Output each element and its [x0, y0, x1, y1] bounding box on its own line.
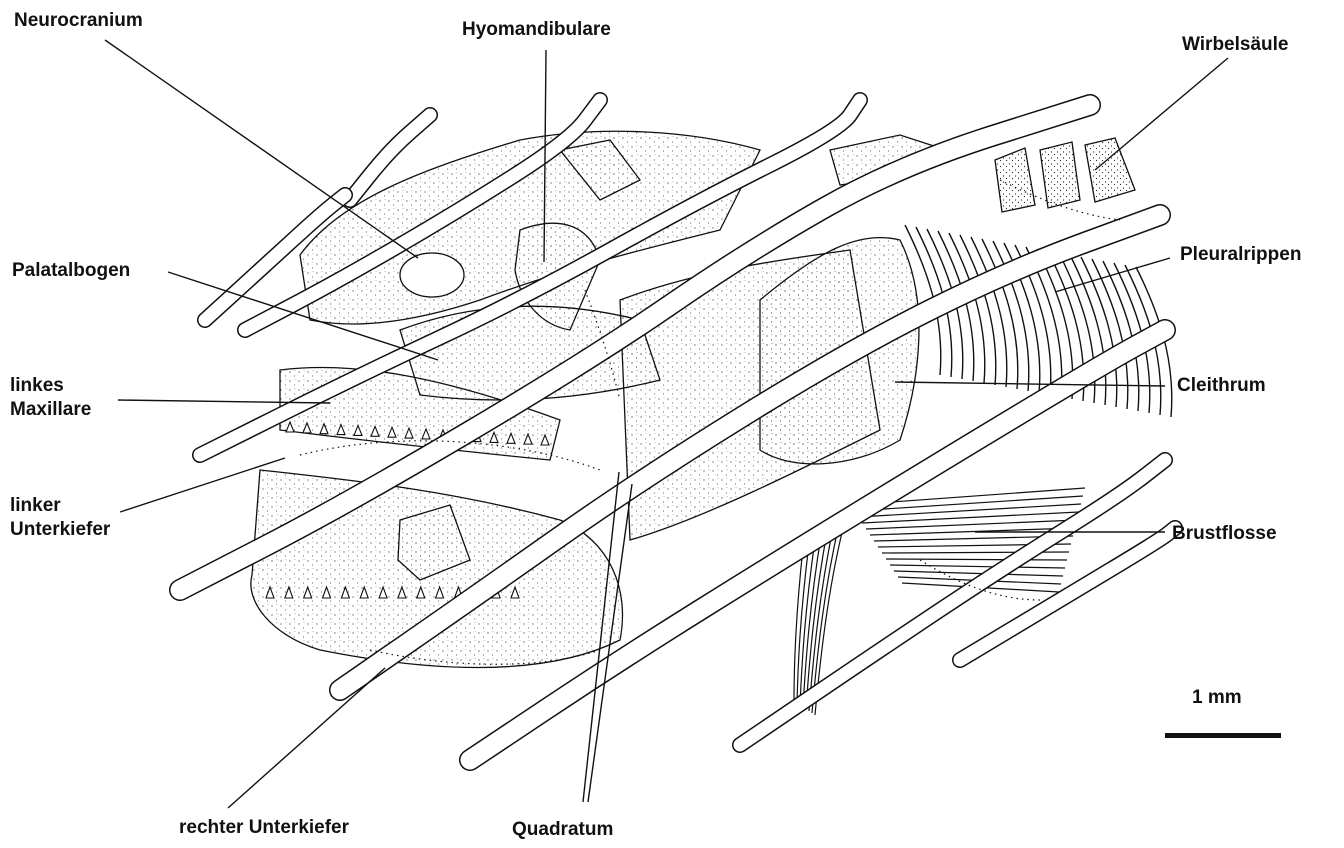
strip-fill-6	[740, 460, 1165, 745]
label-palatalbogen: Palatalbogen	[12, 259, 130, 283]
label-neurocranium: Neurocranium	[14, 9, 143, 33]
trunk-region	[620, 250, 880, 540]
orbit	[400, 253, 464, 297]
scale-bar-label: 1 mm	[1192, 686, 1242, 710]
leader-cleithrum	[895, 382, 1165, 386]
label-pleuralrippen: Pleuralrippen	[1180, 243, 1301, 267]
leader-pleuralrippen	[1055, 258, 1170, 292]
fin-ray-11	[890, 565, 1065, 568]
label-linker-unterkiefer-line-1: linker	[10, 494, 110, 518]
fin-ray-3	[858, 504, 1081, 517]
fin-ray-lower-6	[800, 540, 815, 705]
vertebra-2	[1040, 142, 1080, 208]
label-linker-unterkiefer-line-2: Unterkiefer	[10, 518, 110, 542]
label-cleithrum: Cleithrum	[1177, 374, 1266, 398]
fin-ray-10	[886, 559, 1067, 560]
leader-neurocranium	[105, 40, 418, 258]
leader-rechter-unterkiefer	[228, 668, 385, 808]
label-linker-unterkiefer: linker Unterkiefer	[10, 494, 110, 542]
leader-wirbelsaeule	[1095, 58, 1228, 170]
scale-bar	[1165, 733, 1281, 738]
vertebra-3	[1085, 138, 1135, 202]
label-hyomandibulare: Hyomandibulare	[462, 18, 611, 42]
label-linkes-maxillare: linkes Maxillare	[10, 374, 91, 422]
fin-ray-lower-7	[797, 544, 809, 703]
label-linkes-maxillare-line-2: Maxillare	[10, 398, 91, 422]
strip-fill-7	[960, 528, 1175, 660]
label-wirbelsaeule: Wirbelsäule	[1182, 33, 1288, 57]
label-quadratum: Quadratum	[512, 818, 613, 842]
label-brustflosse: Brustflosse	[1172, 522, 1277, 546]
label-rechter-unterkiefer: rechter Unterkiefer	[179, 816, 349, 840]
label-linkes-maxillare-line-1: linkes	[10, 374, 91, 398]
